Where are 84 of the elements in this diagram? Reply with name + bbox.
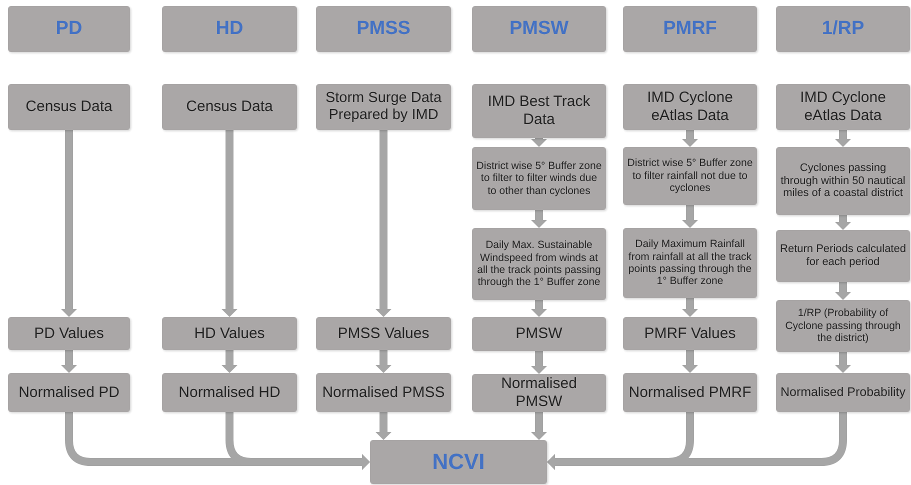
process-box bbox=[8, 373, 130, 412]
process-box bbox=[472, 374, 606, 412]
arrow bbox=[682, 205, 698, 228]
process-box bbox=[472, 317, 606, 351]
step-text: Return Periods calculated for each period bbox=[780, 243, 906, 269]
step-text: PMSW bbox=[516, 325, 562, 343]
process-box bbox=[623, 84, 757, 130]
step-text: Daily Max. Sustainable Windspeed from winds at all the track points passing through the 1° Buffer zone bbox=[476, 239, 602, 289]
process-box bbox=[162, 373, 297, 412]
arrow bbox=[547, 412, 847, 470]
column-heading: PMRF bbox=[663, 18, 717, 40]
arrow bbox=[226, 412, 370, 470]
arrow bbox=[376, 412, 392, 440]
process-box bbox=[162, 317, 297, 350]
arrow bbox=[531, 300, 547, 317]
arrow bbox=[531, 412, 547, 440]
step-text: Normalised PMSS bbox=[322, 384, 445, 402]
step-text: District wise 5° Buffer zone to filter to filter winds due to other than cyclones bbox=[476, 160, 602, 198]
step-text: Normalised HD bbox=[178, 384, 280, 402]
step-text: Normalised PMSW bbox=[500, 375, 578, 411]
step-text: PMSS Values bbox=[338, 324, 430, 342]
column-heading: PMSS bbox=[356, 18, 410, 40]
arrow bbox=[376, 350, 392, 373]
header-box bbox=[776, 6, 910, 52]
header-box bbox=[623, 6, 757, 52]
step-text: IMD Cyclone eAtlas Data bbox=[646, 89, 734, 125]
step-text: HD Values bbox=[194, 324, 265, 342]
process-box bbox=[776, 300, 910, 352]
header-box bbox=[162, 6, 297, 52]
process-box bbox=[472, 147, 606, 210]
step-text: District wise 5° Buffer zone to filter rainfall not due to cyclones bbox=[627, 157, 753, 195]
arrow bbox=[61, 130, 77, 317]
column-heading: PD bbox=[56, 18, 82, 40]
arrow bbox=[222, 350, 238, 373]
process-box bbox=[316, 84, 451, 130]
header-box bbox=[8, 6, 130, 52]
process-box bbox=[162, 84, 297, 130]
process-box bbox=[623, 317, 757, 350]
arrow bbox=[835, 282, 851, 300]
process-box bbox=[316, 373, 451, 412]
arrow bbox=[835, 352, 851, 373]
arrow bbox=[531, 138, 547, 147]
arrow bbox=[835, 130, 851, 147]
step-text: Storm Surge Data Prepared by IMD bbox=[324, 90, 443, 124]
step-text: Cyclones passing through within 50 nautical miles of a coastal district bbox=[780, 162, 906, 200]
step-text: Normalised Probability bbox=[780, 385, 906, 400]
process-box bbox=[472, 228, 606, 300]
process-box bbox=[8, 84, 130, 130]
process-box bbox=[472, 84, 606, 138]
step-text: Normalised PD bbox=[18, 384, 120, 402]
step-text: PMRF Values bbox=[644, 324, 736, 342]
step-text: PD Values bbox=[34, 324, 104, 342]
process-box bbox=[623, 228, 757, 298]
process-box bbox=[776, 147, 910, 215]
process-box bbox=[8, 317, 130, 350]
arrow bbox=[531, 210, 547, 228]
process-box bbox=[623, 373, 757, 412]
header-box bbox=[472, 6, 606, 52]
header-box bbox=[370, 440, 547, 484]
arrow bbox=[835, 215, 851, 230]
process-box bbox=[623, 147, 757, 205]
step-text: Normalised PMRF bbox=[628, 384, 752, 402]
process-box bbox=[776, 373, 910, 412]
process-box bbox=[776, 230, 910, 282]
arrow bbox=[682, 130, 698, 147]
arrow bbox=[682, 350, 698, 373]
arrow bbox=[682, 298, 698, 317]
column-heading: NCVI bbox=[432, 449, 485, 475]
arrow bbox=[61, 350, 77, 373]
header-box bbox=[316, 6, 451, 52]
step-text: IMD Cyclone eAtlas Data bbox=[799, 89, 887, 125]
arrow bbox=[222, 130, 238, 317]
process-box bbox=[776, 84, 910, 130]
column-heading: PMSW bbox=[509, 18, 569, 40]
step-text: Census Data bbox=[26, 98, 112, 116]
process-box bbox=[316, 317, 451, 350]
step-text: Census Data bbox=[186, 98, 273, 116]
column-heading: HD bbox=[216, 18, 244, 40]
arrow bbox=[531, 351, 547, 374]
step-text: IMD Best Track Data bbox=[486, 93, 592, 129]
column-heading: 1/RP bbox=[822, 18, 864, 40]
step-text: Daily Maximum Rainfall from rainfall at all the track points passing through the 1° Buffer zone bbox=[627, 238, 753, 288]
step-text: 1/RP (Probability of Cyclone passing through the district) bbox=[784, 307, 902, 345]
arrow bbox=[376, 130, 392, 317]
